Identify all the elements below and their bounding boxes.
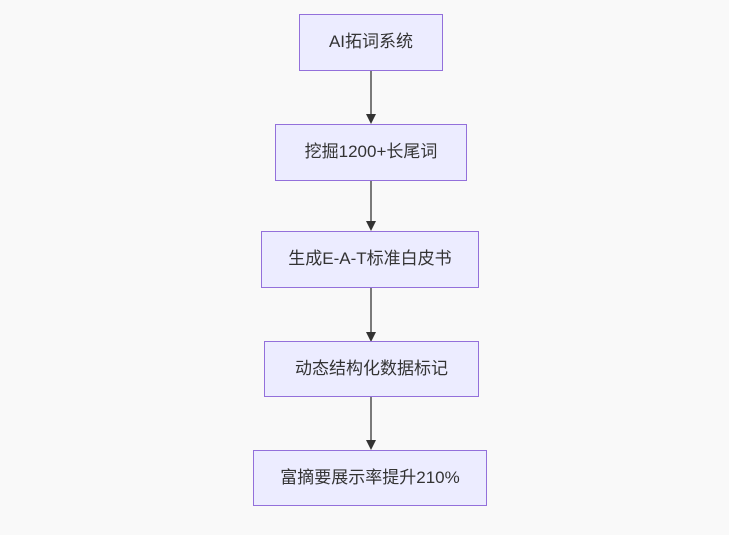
arrow-line [369,71,372,114]
flow-node-label: 生成E-A-T标准白皮书 [288,249,452,269]
arrow-head-icon [365,114,376,124]
arrow-line [369,288,372,332]
flow-arrow-3 [364,288,377,342]
arrow-line [369,181,372,221]
arrow-head-icon [365,440,376,450]
flow-node-label: 动态结构化数据标记 [295,358,448,378]
flow-arrow-2 [364,181,377,231]
flow-node-rich-snippet-result: 富摘要展示率提升210% [253,450,487,506]
flow-node-label: AI拓词系统 [328,32,414,52]
arrow-head-icon [365,221,376,231]
flow-node-structured-data-markup: 动态结构化数据标记 [264,341,479,397]
flow-node-eat-whitepaper: 生成E-A-T标准白皮书 [261,231,479,288]
arrow-head-icon [365,332,376,342]
flow-node-ai-keyword-system: AI拓词系统 [299,14,443,71]
flow-arrow-1 [364,71,377,124]
flow-arrow-4 [364,397,377,450]
arrow-line [369,397,372,440]
flow-node-label: 挖掘1200+长尾词 [304,142,438,162]
flow-node-longtail-mining: 挖掘1200+长尾词 [275,124,467,181]
flow-node-label: 富摘要展示率提升210% [280,467,460,487]
